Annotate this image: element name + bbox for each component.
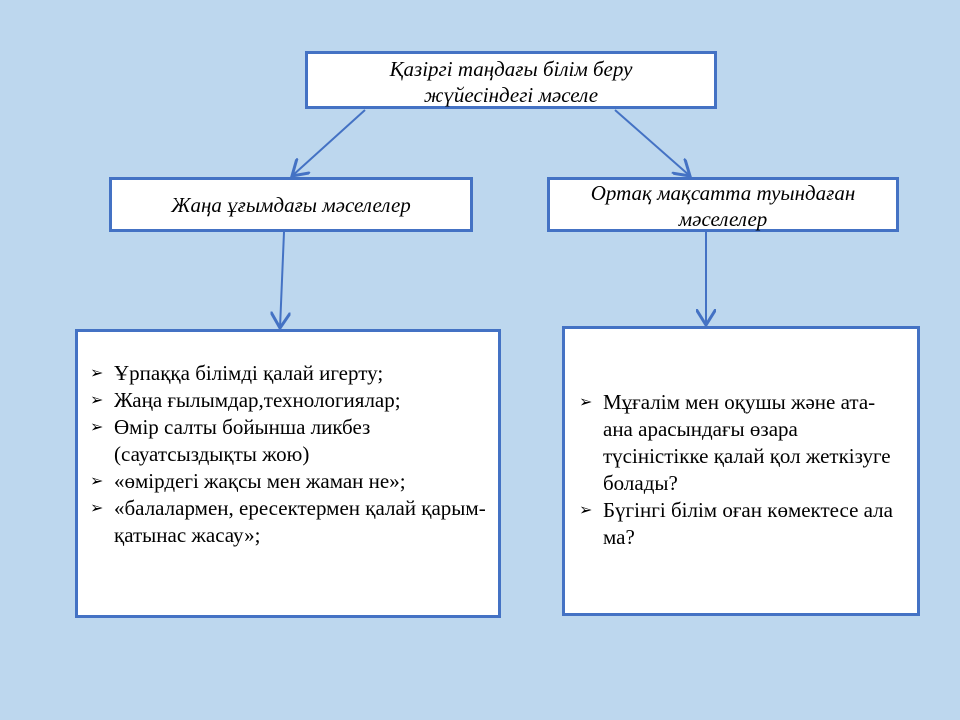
right-list: ➢Мұғалім мен оқушы және ата-ана арасында… [573,389,903,551]
list-item: ➢Жаңа ғылымдар,технологиялар; [90,388,401,412]
arrow-bullet-icon: ➢ [90,392,104,409]
list-item: ➢Бүгінгі білім оған көмектесе ала ма? [579,498,893,549]
list-item: ➢Ұрпаққа білімді қалай игерту; [90,361,384,385]
list-item: ➢Мұғалім мен оқушы және ата-ана арасында… [579,390,891,495]
arrow-bullet-icon: ➢ [90,500,104,517]
list-item: ➢«балалармен, ересектермен қалай қарым-қ… [90,496,486,547]
arrow-bullet-icon: ➢ [90,473,104,490]
root-title: Қазіргі таңдағы білім беру жүйесіндегі м… [389,57,633,107]
left-heading: Жаңа ұғымдағы мәселелер [171,193,411,217]
arrow-root-left [292,109,366,176]
root-box: Қазіргі таңдағы білім беру жүйесіндегі м… [305,51,717,109]
list-item: ➢Өмір салты бойынша ликбез (сауатсыздықт… [90,415,371,466]
right-heading-box: Ортақ мақсатта туындаған мәселелер [547,177,899,232]
left-heading-box: Жаңа ұғымдағы мәселелер [109,177,473,232]
arrow-bullet-icon: ➢ [579,502,593,519]
arrow-bullet-icon: ➢ [579,394,593,411]
list-item: ➢ «өмірдегі жақсы мен жаман не»; [90,469,406,493]
arrow-bullet-icon: ➢ [90,365,104,382]
left-list: ➢Ұрпаққа білімді қалай игерту; ➢Жаңа ғыл… [84,360,488,549]
right-heading: Ортақ мақсатта туындаған мәселелер [590,181,856,231]
arrow-bullet-icon: ➢ [90,419,104,436]
left-list-box: ➢Ұрпаққа білімді қалай игерту; ➢Жаңа ғыл… [75,329,501,618]
arrow-left-down [280,231,284,328]
arrow-root-right [614,109,690,176]
right-list-box: ➢Мұғалім мен оқушы және ата-ана арасында… [562,326,920,616]
